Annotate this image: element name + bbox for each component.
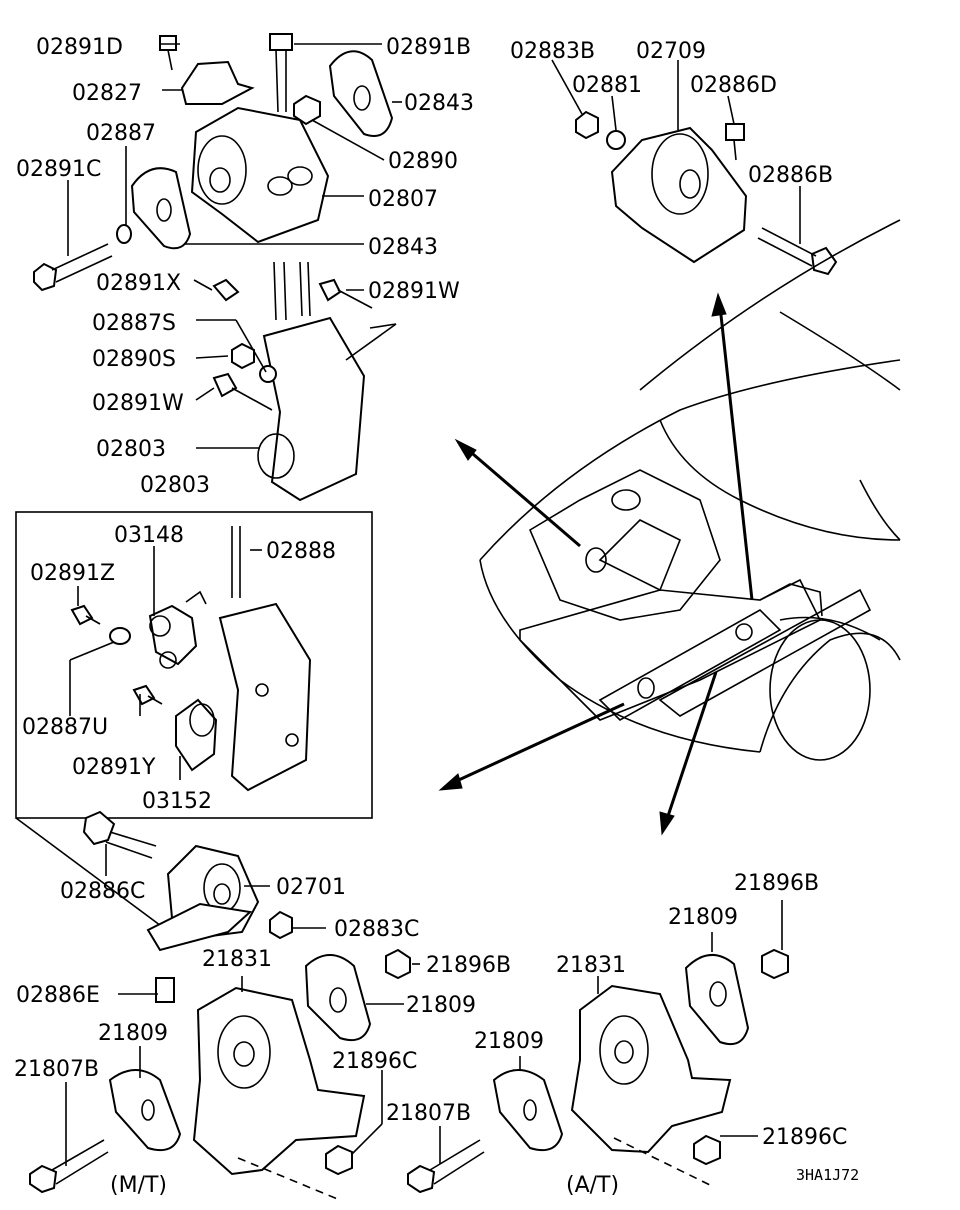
callout-label: 02886C bbox=[60, 879, 145, 904]
callout-label: 21896B bbox=[734, 871, 819, 896]
callout-label: 02891D bbox=[36, 35, 123, 60]
callout-label: 21896C bbox=[762, 1125, 847, 1150]
variant-label-at: (A/T) bbox=[566, 1173, 619, 1198]
callout-label: 21896C bbox=[332, 1049, 417, 1074]
callout-label: 02807 bbox=[368, 187, 438, 212]
callout-label: 02887S bbox=[92, 311, 176, 336]
mt-mount-assembly bbox=[29, 948, 420, 1201]
callout-label: 02887U bbox=[22, 715, 108, 740]
callout-label: 02890S bbox=[92, 347, 176, 372]
callout-label: 21807B bbox=[386, 1101, 471, 1126]
front-mount-assembly bbox=[82, 810, 326, 952]
callout-label: 03152 bbox=[142, 789, 212, 814]
callout-label: 02891W bbox=[92, 391, 184, 416]
vehicle-engine-bay-sketch bbox=[438, 219, 901, 836]
variant-label-mt: (M/T) bbox=[110, 1173, 167, 1198]
callout-label: 02891C bbox=[16, 157, 101, 182]
at-mount-assembly bbox=[407, 900, 789, 1194]
callout-label: 02891W bbox=[368, 279, 460, 304]
callout-label: 02888 bbox=[266, 539, 336, 564]
reference-code: 3HA1J72 bbox=[796, 1166, 859, 1184]
callout-label: 21807B bbox=[14, 1057, 99, 1082]
callout-label: 21809 bbox=[474, 1029, 544, 1054]
callout-label: 02827 bbox=[72, 81, 142, 106]
bracket-detail-box bbox=[15, 511, 373, 819]
callout-label: 02890 bbox=[388, 149, 458, 174]
callout-label: 02887 bbox=[86, 121, 156, 146]
callout-label: 02709 bbox=[636, 39, 706, 64]
callout-label: 21896B bbox=[426, 953, 511, 978]
callout-label: 21831 bbox=[556, 953, 626, 978]
callout-label: 02803 bbox=[96, 437, 166, 462]
callout-label: 02881 bbox=[572, 73, 642, 98]
callout-label: 02843 bbox=[404, 91, 474, 116]
callout-label: 02886B bbox=[748, 163, 833, 188]
callout-label: 02891Y bbox=[72, 755, 156, 780]
engine-mount-upper-assembly bbox=[33, 33, 402, 502]
callout-label: 21831 bbox=[202, 947, 272, 972]
upper-right-mount-assembly bbox=[551, 59, 838, 276]
callout-label: 02701 bbox=[276, 875, 346, 900]
callout-label: 02891B bbox=[386, 35, 471, 60]
callout-label: 02803 bbox=[140, 473, 210, 498]
callout-label: 02886D bbox=[690, 73, 777, 98]
callout-label: 02886E bbox=[16, 983, 100, 1008]
callout-label: 21809 bbox=[98, 1021, 168, 1046]
callout-label: 21809 bbox=[406, 993, 476, 1018]
callout-label: 02883B bbox=[510, 39, 595, 64]
callout-label: 02891Z bbox=[30, 561, 115, 586]
callout-labels: 02891D 02827 02887 02891C 02891B 02843 0… bbox=[14, 35, 847, 1150]
callout-label: 21809 bbox=[668, 905, 738, 930]
callout-label: 02891X bbox=[96, 271, 181, 296]
callout-label: 03148 bbox=[114, 523, 184, 548]
callout-label: 02843 bbox=[368, 235, 438, 260]
callout-label: 02883C bbox=[334, 917, 419, 942]
